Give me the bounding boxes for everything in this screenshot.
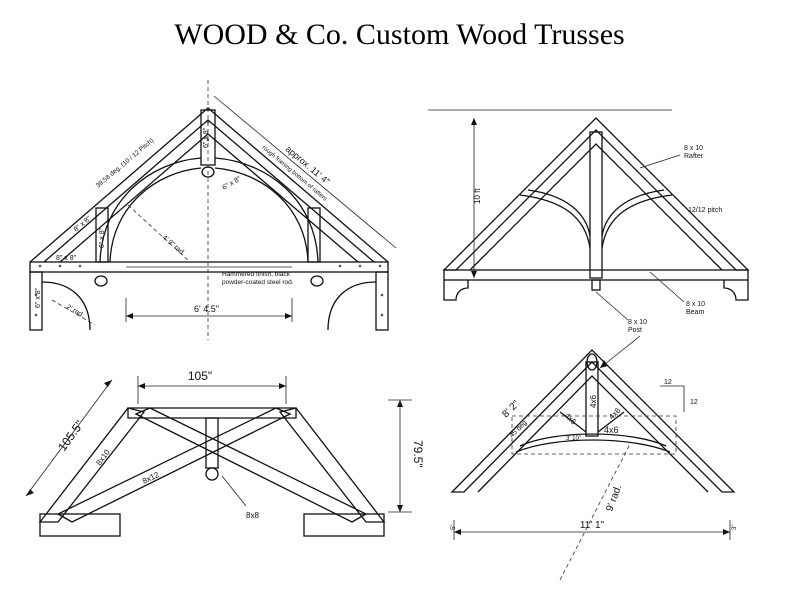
d2-post-2: Post — [628, 327, 642, 334]
d2-rafter-2: Rafter — [684, 153, 704, 160]
d4-radius-label: 9' rad. — [604, 483, 624, 513]
d4-span-label: 11' 1" — [580, 520, 605, 531]
d3-top-label: 105" — [188, 369, 212, 383]
d1-rod-note-1: Hammered finish, black — [222, 271, 291, 278]
d4-small-label: 3' 10" — [566, 436, 581, 442]
main-beam — [29, 261, 389, 273]
d4-rafter-label: 8' 2" — [500, 398, 522, 420]
d1-kp-lower-label: 6" x 8" — [222, 175, 243, 191]
d1-lower-post-label: 6" x 8" — [35, 287, 42, 308]
d1-beam-label: 8" x 8" — [56, 255, 77, 262]
d1-angle-label: 39.58 deg. (10 / 12 Pitch) — [95, 137, 155, 189]
d4-brace-r-label: 4x6 — [607, 406, 623, 422]
king-post — [589, 131, 603, 279]
page-title: WOOD & Co. Custom Wood Trusses — [174, 18, 625, 51]
d1-span-label: 6' 4.5" — [194, 304, 219, 314]
d3-side-label: 105.5" — [55, 418, 86, 454]
arch-right — [214, 157, 319, 263]
d1-rad-small-label: 2' rad. — [65, 304, 85, 320]
d1-rad-inner-label: 4' 9" rad. — [161, 234, 187, 257]
d2-post-1: 8 x 10 — [628, 319, 647, 326]
d2-beam-1: 8 x 10 — [686, 301, 705, 308]
d2-height-label: 10 ft — [473, 188, 482, 204]
truss-3-cross-brace: 105" 105.5" 79.5" 8x10 8x12 8x8 — [25, 369, 425, 537]
d3-a-label: 8x10 — [94, 447, 112, 467]
d1-post-top-label: 6" x 8" — [203, 127, 210, 148]
d4-right-end: 3" — [732, 525, 738, 530]
d1-post-inner-label: 6" x 8" — [99, 227, 106, 248]
d4-pitch-run: 12 — [664, 379, 672, 386]
king-post — [585, 361, 599, 437]
d4-pitch-rise: 12 — [690, 399, 698, 406]
d2-beam-2: Beam — [686, 309, 704, 316]
d4-post-label: 4x6 — [589, 395, 598, 408]
truss-1-hammer-beam: approx. 11' 4" rough framing bottom of r… — [29, 80, 397, 340]
d2-pitch: 12/12 pitch — [688, 207, 722, 214]
truss-2-king-post: 10 ft 8 x 10 Rafter 12/12 pitch 8 x 10 B… — [428, 109, 750, 334]
d3-c-label: 8x8 — [246, 511, 259, 520]
d1-rod-note-2: powder-coated steel rod. — [222, 279, 294, 286]
d1-rafter-label: 8" x 8" — [73, 215, 93, 234]
d3-height-label: 79.5" — [411, 440, 425, 468]
d2-rafter-1: 8 x 10 — [684, 145, 703, 152]
d4-left-end: 5" — [451, 525, 457, 530]
d4-collar-label: 4x6 — [604, 425, 619, 435]
arch-left — [99, 157, 202, 263]
truss-4-collar-arch: 8' 2" 45 deg 4x6 4x6 4x6 4x6 3' 10" 12 1… — [450, 335, 738, 581]
